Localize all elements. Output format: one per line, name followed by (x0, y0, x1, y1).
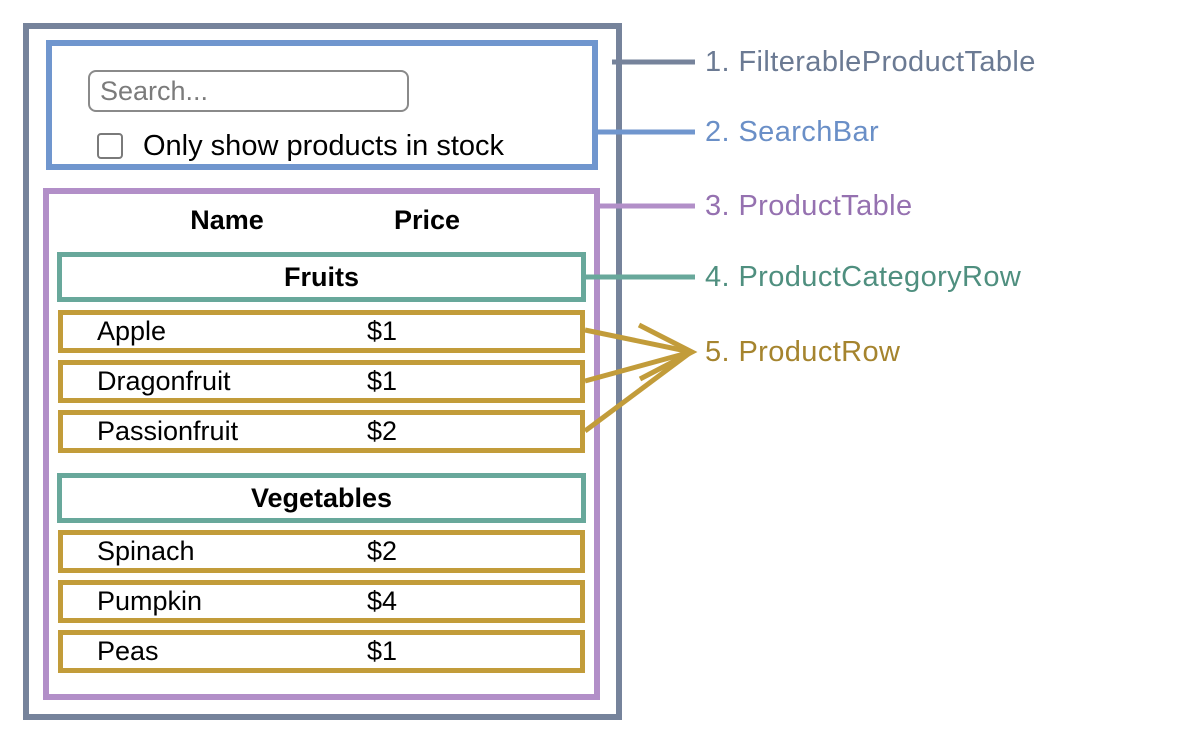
product-row-pumpkin: Pumpkin $4 (58, 580, 585, 623)
column-header-price: Price (393, 205, 461, 235)
search-input[interactable] (88, 70, 409, 112)
product-price: $2 (367, 416, 398, 446)
product-name: Pumpkin (97, 586, 203, 616)
legend-item-filterable-product-table: 1. FilterableProductTable (705, 46, 1036, 78)
search-bar-box: Only show products in stock (46, 40, 598, 170)
product-price: $1 (367, 636, 398, 666)
product-price: $2 (367, 536, 398, 566)
legend-item-product-table: 3. ProductTable (705, 190, 913, 222)
legend-item-product-category-row: 4. ProductCategoryRow (705, 261, 1022, 293)
legend-item-search-bar: 2. SearchBar (705, 116, 880, 148)
product-name: Apple (97, 316, 167, 346)
product-row-peas: Peas $1 (58, 630, 585, 673)
product-name: Passionfruit (97, 416, 239, 446)
in-stock-checkbox-label: Only show products in stock (143, 130, 505, 162)
category-row-fruits: Fruits (57, 252, 586, 302)
product-row-spinach: Spinach $2 (58, 530, 585, 573)
product-row-apple: Apple $1 (58, 310, 585, 353)
product-price: $1 (367, 366, 398, 396)
product-name: Peas (97, 636, 159, 666)
product-price: $4 (367, 586, 398, 616)
product-name: Spinach (97, 536, 195, 566)
in-stock-checkbox[interactable] (97, 133, 123, 159)
legend-item-product-row: 5. ProductRow (705, 336, 901, 368)
product-name: Dragonfruit (97, 366, 231, 396)
product-table-box: Name Price Fruits Apple $1 Dragonfruit $… (43, 188, 600, 700)
product-row-passionfruit: Passionfruit $2 (58, 410, 585, 453)
product-price: $1 (367, 316, 398, 346)
arrowhead-product-row (637, 322, 698, 382)
category-row-vegetables: Vegetables (57, 473, 586, 523)
product-row-dragonfruit: Dragonfruit $1 (58, 360, 585, 403)
column-header-name: Name (190, 205, 264, 235)
